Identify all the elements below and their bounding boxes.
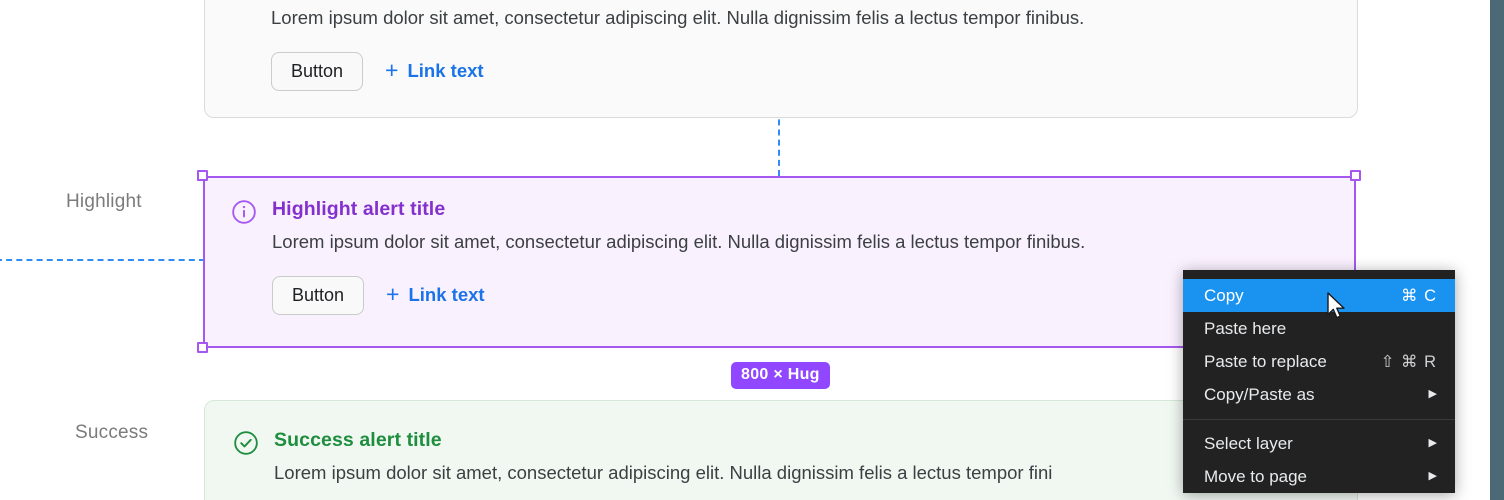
- alert-body-text: Lorem ipsum dolor sit amet, consectetur …: [271, 7, 1085, 28]
- context-menu-item-label: Paste to replace: [1204, 351, 1327, 371]
- resize-handle-bottom-left[interactable]: [197, 342, 208, 353]
- alert-card-highlight[interactable]: Highlight alert title Lorem ipsum dolor …: [203, 176, 1356, 348]
- alert-link-label: Link text: [407, 60, 484, 82]
- context-menu-item-paste-here[interactable]: Paste here: [1183, 312, 1455, 345]
- submenu-arrow-icon: ▶: [1428, 388, 1437, 400]
- alert-actions: Button + Link text: [272, 275, 1328, 315]
- horizontal-alignment-guide: [0, 259, 205, 261]
- context-menu-separator: [1183, 419, 1455, 420]
- submenu-arrow-icon: ▶: [1428, 470, 1437, 482]
- context-menu-item-copy[interactable]: Copy ⌘ C: [1183, 279, 1455, 312]
- right-panel-edge: [1490, 0, 1504, 500]
- alert-button[interactable]: Button: [271, 51, 364, 91]
- row-label-success: Success: [75, 422, 149, 443]
- alert-link-label: Link text: [408, 284, 485, 306]
- context-menu-item-move-to-page[interactable]: Move to page ▶: [1183, 460, 1455, 493]
- context-menu-item-shortcut: ⌘ C: [1401, 286, 1437, 305]
- context-menu-item-select-layer[interactable]: Select layer ▶: [1183, 427, 1455, 460]
- context-menu-item-paste-to-replace[interactable]: Paste to replace ⇧ ⌘ R: [1183, 345, 1455, 378]
- context-menu-item-label: Copy/Paste as: [1204, 384, 1315, 404]
- row-label-highlight: Highlight: [66, 191, 142, 212]
- context-menu-item-label: Select layer: [1204, 433, 1293, 453]
- context-menu-item-label: Copy: [1204, 285, 1244, 305]
- alert-actions: Button + Link text: [271, 51, 1337, 91]
- resize-handle-top-left[interactable]: [197, 170, 208, 181]
- size-badge: 800 × Hug: [731, 362, 830, 389]
- alert-body-text: Lorem ipsum dolor sit amet, consectetur …: [272, 231, 1086, 252]
- context-menu[interactable]: Copy ⌘ C Paste here Paste to replace ⇧ ⌘…: [1183, 270, 1455, 493]
- check-circle-icon: [233, 430, 259, 456]
- submenu-arrow-icon: ▶: [1428, 437, 1437, 449]
- context-menu-item-shortcut: ⇧ ⌘ R: [1380, 352, 1437, 371]
- info-circle-icon: [231, 199, 257, 225]
- plus-icon: +: [385, 56, 399, 83]
- alert-card-neutral[interactable]: Lorem ipsum dolor sit amet, consectetur …: [204, 0, 1358, 118]
- context-menu-item-label: Paste here: [1204, 318, 1287, 338]
- alert-button[interactable]: Button: [272, 275, 365, 315]
- plus-icon: +: [386, 280, 400, 307]
- alert-title: Highlight alert title: [272, 198, 446, 220]
- resize-handle-top-right[interactable]: [1350, 170, 1361, 181]
- alert-card-success[interactable]: Success alert title Lorem ipsum dolor si…: [204, 400, 1358, 500]
- context-menu-item-label: Move to page: [1204, 466, 1308, 486]
- alert-title: Success alert title: [274, 429, 442, 451]
- alert-link[interactable]: + Link text: [386, 280, 485, 307]
- context-menu-item-copy-paste-as[interactable]: Copy/Paste as ▶: [1183, 378, 1455, 411]
- alert-link[interactable]: + Link text: [385, 56, 484, 83]
- alert-body-text: Lorem ipsum dolor sit amet, consectetur …: [274, 462, 1053, 483]
